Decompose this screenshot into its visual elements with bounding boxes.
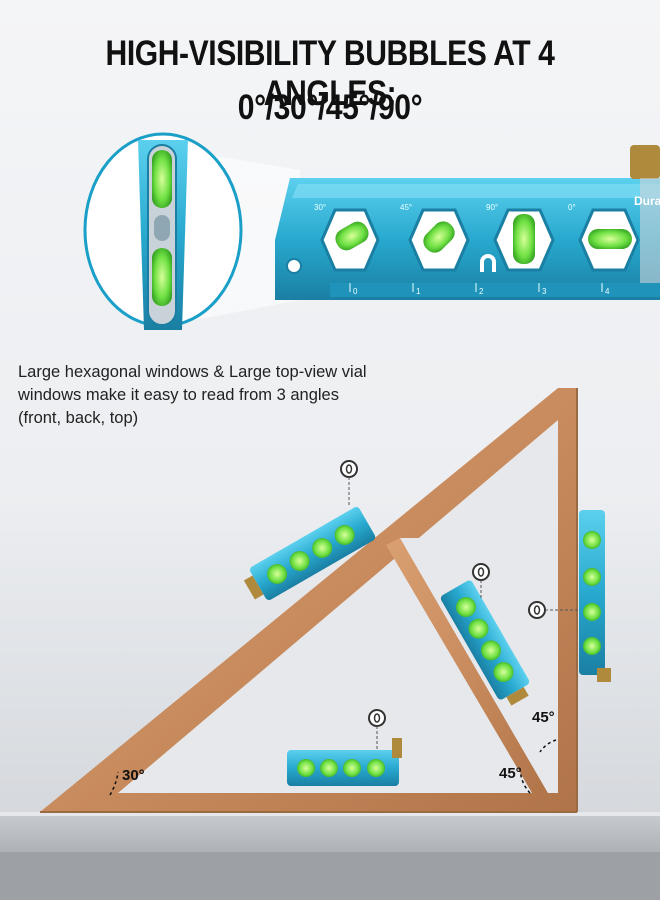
- vial-mark-90: 90°: [486, 203, 498, 212]
- angle-label-45-vertical: 45°: [532, 709, 555, 726]
- vial-mark-45: 45°: [400, 203, 412, 212]
- vial-mark-0: 0°: [568, 203, 576, 212]
- top-vial-upper: [152, 150, 172, 208]
- bubble-center-icon: [340, 460, 358, 505]
- bubble-center-icon: [528, 601, 578, 619]
- top-view-magnifier: [83, 132, 243, 330]
- ruler-mark-0: 0: [353, 287, 358, 296]
- level-vertical: [579, 510, 611, 682]
- angle-label-30: 30°: [122, 767, 145, 784]
- ruler-mark-1: 1: [416, 287, 421, 296]
- brand-logo-text: DuraT: [634, 194, 660, 208]
- bubble-center-icon: [472, 563, 490, 598]
- ruler-mark-3: 3: [542, 287, 547, 296]
- level-on-base: [287, 738, 402, 786]
- level-on-slope: [243, 507, 376, 600]
- headline-line-1: HIGH-VISIBILITY BUBBLES AT 4 ANGLES:: [105, 34, 555, 113]
- hex-window-0: [578, 208, 640, 272]
- description-line-3: (front, back, top): [18, 409, 139, 427]
- description-line-1: Large hexagonal windows & Large top-view…: [18, 363, 367, 381]
- hex-window-30: [320, 208, 380, 272]
- level-on-brace: [440, 580, 530, 706]
- feature-description: Large hexagonal windows & Large top-view…: [18, 361, 378, 430]
- headline-line-2: 0°/30°/45°/90°: [237, 88, 423, 127]
- magnet-icon: [480, 254, 496, 272]
- ruler-mark-4: 4: [605, 287, 610, 296]
- bubble-center-icon: [368, 709, 386, 750]
- bubble-indicator-icons: [340, 460, 578, 750]
- angle-label-45-base: 45°: [499, 765, 522, 782]
- hex-window-90: [493, 208, 555, 272]
- top-vial-lower: [152, 248, 172, 306]
- description-line-2: windows make it easy to read from 3 angl…: [18, 386, 339, 404]
- wooden-triangle: [40, 388, 578, 813]
- level-closeup: 0 1 2 3 4 30° 45° 90° 0° DuraT: [275, 145, 660, 300]
- vial-mark-30: 30°: [314, 203, 326, 212]
- hex-window-45: [408, 208, 470, 272]
- ruler-mark-2: 2: [479, 287, 484, 296]
- floor: [0, 812, 660, 900]
